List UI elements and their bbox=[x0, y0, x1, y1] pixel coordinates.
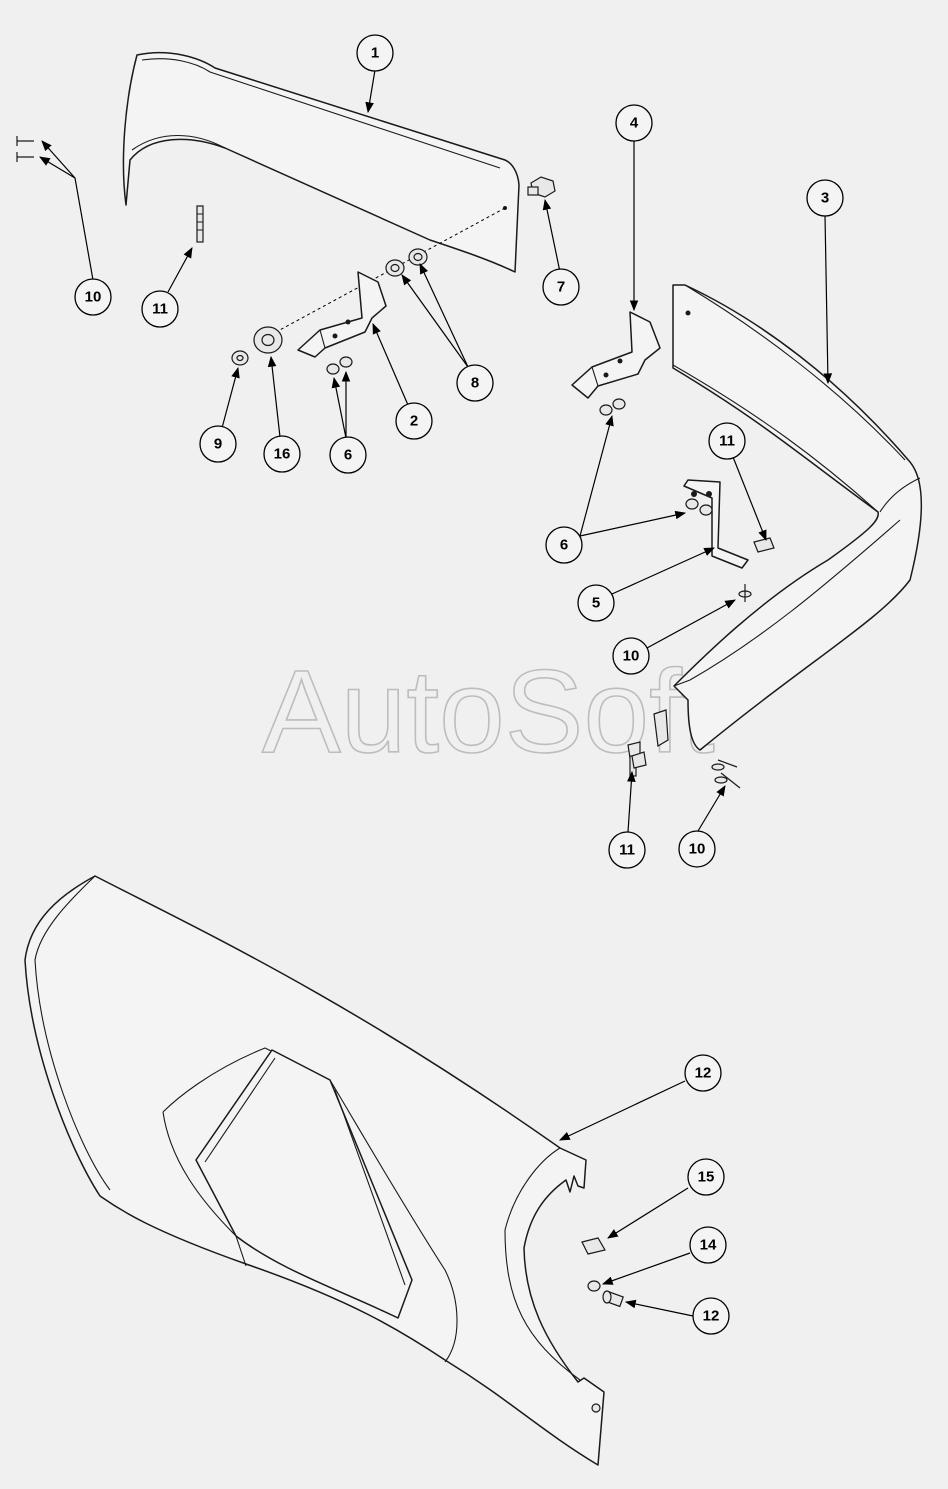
callout-label: 14 bbox=[700, 1237, 717, 1254]
callout-5: 5 bbox=[577, 584, 615, 622]
callout-label: 12 bbox=[703, 1308, 720, 1325]
part-8-washers bbox=[385, 248, 428, 277]
callout-10-lower: 10 bbox=[678, 830, 716, 868]
part-12-bolt bbox=[602, 1290, 624, 1308]
callout-label: 5 bbox=[592, 595, 600, 612]
part-10-screws-lower bbox=[711, 759, 741, 789]
callout-label: 2 bbox=[410, 413, 418, 430]
callout-10-mid: 10 bbox=[612, 637, 650, 675]
callout-label: 11 bbox=[152, 301, 168, 318]
callout-3: 3 bbox=[806, 179, 844, 217]
callout-4: 4 bbox=[615, 104, 653, 142]
callout-label: 8 bbox=[471, 375, 479, 392]
callout-label: 9 bbox=[214, 436, 222, 453]
part-1-upper-panel bbox=[122, 51, 520, 273]
part-5-bracket bbox=[683, 479, 749, 569]
part-11-clip-right bbox=[753, 537, 775, 553]
callout-7: 7 bbox=[542, 268, 580, 306]
callout-8: 8 bbox=[456, 364, 494, 402]
callout-label: 7 bbox=[557, 279, 565, 296]
callout-12-fender: 12 bbox=[684, 1054, 722, 1092]
callout-label: 11 bbox=[719, 433, 735, 450]
callout-6-upper: 6 bbox=[329, 436, 367, 474]
callout-16: 16 bbox=[263, 435, 301, 473]
part-6-nuts-mid bbox=[599, 398, 626, 416]
callout-6-mid: 6 bbox=[545, 526, 583, 564]
callout-11-top: 11 bbox=[141, 290, 179, 328]
callout-14: 14 bbox=[689, 1226, 727, 1264]
callout-1: 1 bbox=[356, 34, 394, 72]
callout-label: 6 bbox=[344, 447, 352, 464]
callout-label: 16 bbox=[274, 446, 291, 463]
part-11-clip-top bbox=[196, 205, 204, 243]
callout-12-bolt: 12 bbox=[692, 1297, 730, 1335]
callout-label: 15 bbox=[698, 1169, 715, 1186]
callout-11-lower: 11 bbox=[608, 831, 646, 869]
callout-label: 12 bbox=[695, 1065, 712, 1082]
part-4-bracket bbox=[571, 311, 661, 399]
callout-label: 10 bbox=[689, 841, 706, 858]
callout-15: 15 bbox=[687, 1158, 725, 1196]
callout-11-right: 11 bbox=[708, 422, 746, 460]
callout-label: 10 bbox=[623, 648, 640, 665]
callout-9: 9 bbox=[199, 425, 237, 463]
part-16-large-washer bbox=[253, 326, 283, 354]
leader-lines bbox=[39, 69, 833, 1317]
callout-label: 4 bbox=[630, 115, 639, 132]
part-15-clip bbox=[581, 1237, 606, 1255]
part-10-screws-top-left bbox=[16, 136, 34, 162]
part-11-clip-lower bbox=[627, 709, 669, 777]
callout-label: 11 bbox=[619, 842, 635, 859]
callout-label: 6 bbox=[560, 537, 568, 554]
part-14-washer bbox=[587, 1280, 601, 1292]
part-2-bracket bbox=[297, 271, 387, 358]
callout-label: 10 bbox=[85, 289, 102, 306]
part-7-bolt bbox=[527, 176, 556, 198]
part-3-bumper-panel bbox=[672, 284, 922, 751]
part-9-nut bbox=[231, 350, 249, 366]
part-12-fender bbox=[24, 875, 605, 1466]
callout-label: 3 bbox=[821, 190, 829, 207]
part-6-nuts-upper bbox=[326, 356, 353, 375]
callout-label: 1 bbox=[371, 45, 379, 62]
part-10-screw-mid bbox=[738, 584, 752, 602]
callout-2: 2 bbox=[395, 402, 433, 440]
callout-10-top-left: 10 bbox=[74, 278, 112, 316]
